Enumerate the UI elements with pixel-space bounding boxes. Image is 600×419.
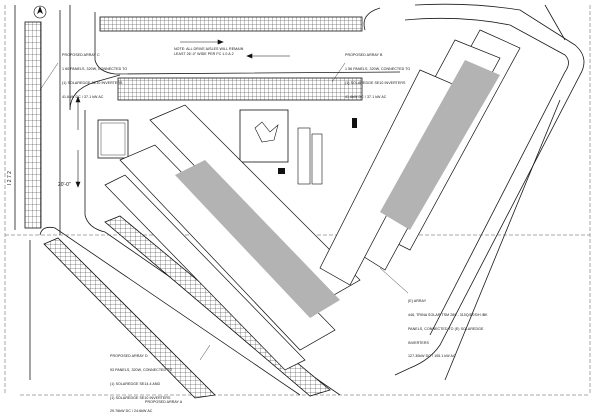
north-arrow-icon [33, 5, 47, 19]
array-e-title: (E) ARRAY [408, 299, 427, 304]
array-e-line: 446, TRINA SOLAR TSM 285 - 310Q/D0S/H IB… [408, 312, 488, 317]
drive-arrow [75, 39, 290, 188]
array-a-note: PROPOSED ARRAY A [145, 391, 182, 409]
site-boundary [14, 3, 585, 396]
array-c-line: (1) SOLAREDGE SE10 INVERTERS [62, 80, 123, 85]
array-b-line: 1 56 PANELS, 320W, CONNECTED TO [345, 66, 411, 71]
array-c-line: 41.6kW DC / 37.1 kW AC [62, 94, 104, 99]
building-west [104, 104, 361, 371]
array-b-line: 41.6kW DC / 37.1 kW AC [345, 94, 387, 99]
parking-island [297, 127, 311, 185]
array-e-line: PANELS, CONNECTED TO (E) SOLAREDGE [408, 326, 484, 331]
array-b-panels-north [99, 16, 363, 32]
array-b-note: PROPOSED ARRAY B 1 56 PANELS, 320W, CONN… [345, 44, 410, 104]
leader-line [39, 62, 409, 361]
property-line [4, 5, 591, 396]
array-e-note: (E) ARRAY 446, TRINA SOLAR TSM 285 - 310… [408, 290, 488, 364]
array-c-line: 1 60 PANELS, 320W, CONNECTED TO [62, 66, 128, 71]
drive-aisle-note: NOTE: ALL DRIVE AISLES WILL REMAIN LEAST… [174, 47, 244, 56]
array-e-line: 127.30kW DC / 105.1 kW AC [408, 354, 456, 359]
array-e-line: INVERTERS [408, 340, 429, 345]
array-c-panels [24, 21, 42, 229]
array-c-title: PROPOSED ARRAY C [62, 53, 100, 58]
site-plan-drawing [4, 3, 591, 399]
pool [97, 119, 129, 159]
array-d-line: (1) SOLAREDGE SE14.4 AND [110, 381, 161, 386]
array-d-title: PROPOSED ARRAY D [110, 354, 148, 359]
array-c-note: PROPOSED ARRAY C 1 60 PANELS, 320W, CONN… [62, 44, 127, 104]
west-drive-dimension: 20'-0" [58, 182, 71, 188]
array-b-title: PROPOSED ARRAY B [345, 53, 383, 58]
array-d-line: (1) SOLAREDGE SE10 INVERTERS [110, 395, 171, 400]
existing-array-west [175, 160, 340, 318]
array-d-line: 29.76kW DC / 24.6kW AC [110, 409, 153, 414]
array-a-panels [43, 237, 216, 399]
existing-array-east [380, 60, 500, 230]
array-a-title: PROPOSED ARRAY A [145, 400, 183, 405]
array-b-line: (1) SOLAREDGE SE10 INVERTERS [345, 80, 406, 85]
sheet-corner-label: I 2 7 2 [7, 171, 13, 185]
array-d-line: 93 PANELS, 320W, CONNECTED TO [110, 367, 173, 372]
array-b-panels-south [117, 77, 363, 101]
